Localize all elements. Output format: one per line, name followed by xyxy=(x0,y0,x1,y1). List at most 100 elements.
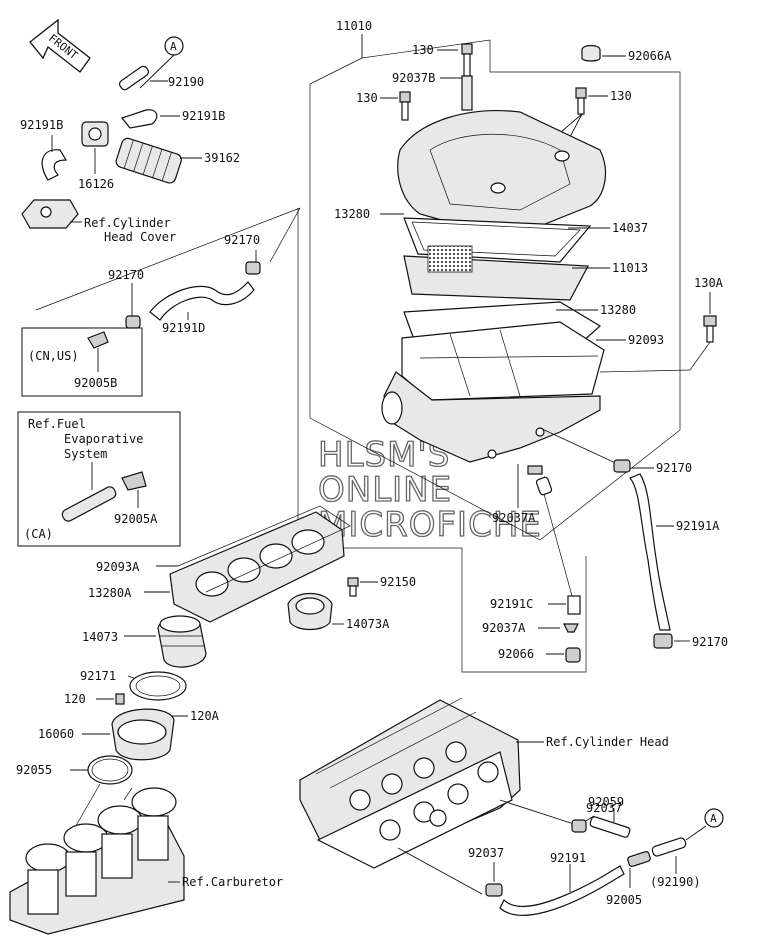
part-92191b-left-label: 92191B xyxy=(20,118,63,132)
ref-cylinder-head-cover-line1: Ref.Cylinder xyxy=(84,216,171,230)
part-13280-mid-label: 13280 xyxy=(600,303,636,317)
part-92191c-label: 92191C xyxy=(490,597,533,611)
part-11010-label: 11010 xyxy=(336,19,372,33)
ca-label: (CA) xyxy=(24,527,53,541)
part-14037-label: 14037 xyxy=(612,221,648,235)
cap-92066a xyxy=(581,44,601,62)
clamp-92037-top xyxy=(571,819,587,833)
oring-92055 xyxy=(87,755,133,785)
bolt-130a xyxy=(706,325,714,343)
part-92171-label: 92171 xyxy=(80,669,116,683)
part-92093-label: 92093 xyxy=(628,333,664,347)
part-16126-label: 16126 xyxy=(78,177,114,191)
clamp-92170-right xyxy=(613,459,631,473)
part-11013-label: 11013 xyxy=(612,261,648,275)
ref-a-bottom-label: A xyxy=(710,812,717,825)
hose-92191b-right xyxy=(120,109,158,129)
clamp-92170-low xyxy=(653,633,673,649)
part-92037-top-label: 92037 xyxy=(586,801,622,815)
ref-fuel-line1: Ref.Fuel xyxy=(28,417,86,431)
bolt-130-top xyxy=(463,53,471,77)
part-14073a-label: 14073A xyxy=(346,617,390,631)
part-92005a-label: 92005A xyxy=(114,512,158,526)
bolt-92150 xyxy=(349,585,357,597)
part-92190-paren-label: (92190) xyxy=(650,875,701,889)
carburetor-group: Ref.Carburetor xyxy=(9,783,283,935)
evap-hose xyxy=(61,486,117,522)
part-92005-label: 92005 xyxy=(606,893,642,907)
hose-92191 xyxy=(499,865,625,916)
tube-92037b xyxy=(461,75,473,111)
ref-a-top-label: A xyxy=(170,40,177,53)
clip-92037a-low xyxy=(563,623,579,633)
bolt-130-left xyxy=(401,101,409,121)
part-130-right-label: 130 xyxy=(610,89,632,103)
lower-hose-group: 92037 92059 92037 92191 92005 (92190) A xyxy=(397,795,724,916)
clamp-92037-bot xyxy=(485,883,503,897)
part-130a-label: 130A xyxy=(694,276,724,290)
part-16060-label: 16060 xyxy=(38,727,74,741)
holder-group: 92093A 13280A 92150 14073A 14073 92171 xyxy=(16,208,462,785)
hose-92190-lower xyxy=(651,837,687,857)
cn-us-box: (CN,US) 92005B xyxy=(21,327,143,397)
screw-120 xyxy=(115,693,125,705)
part-92037a-mid-label: 92037A xyxy=(492,511,536,525)
clamp-92037a-mid xyxy=(527,465,543,475)
watermark-line-2: ONLINE xyxy=(318,470,452,510)
cylinder-head-group: Ref.Cylinder Head xyxy=(299,697,669,869)
front-arrow: FRONT xyxy=(29,18,91,73)
plug-92191c xyxy=(567,595,581,615)
part-13280-top-label: 13280 xyxy=(334,207,370,221)
part-92055-label: 92055 xyxy=(16,763,52,777)
watermark-line-3: MICROFICHE xyxy=(318,505,542,545)
breather-group: A 92190 92191B 16126 92191B 39162 xyxy=(20,36,240,244)
part-14073-label: 14073 xyxy=(82,630,118,644)
bolt-130-right xyxy=(577,97,585,115)
hose-92191d xyxy=(149,281,255,321)
plug-92066 xyxy=(565,647,581,663)
hose-92191a xyxy=(629,473,671,631)
clamp-92171 xyxy=(129,671,187,701)
part-92066a-label: 92066A xyxy=(628,49,672,63)
part-92191d-label: 92191D xyxy=(162,321,205,335)
cn-us-label: (CN,US) xyxy=(28,349,79,363)
part-92093a-label: 92093A xyxy=(96,560,140,574)
fuel-evap-box: Ref.Fuel Evaporative System 92005A (CA) xyxy=(17,411,181,547)
part-92005b-label: 92005B xyxy=(74,376,117,390)
part-92059-label: 92059 xyxy=(588,795,624,809)
drain-group: 92170 92191A 92170 92037A 92191C 92037A … xyxy=(461,427,728,673)
part-120a-label: 120A xyxy=(190,709,220,723)
part-92037-bot-label: 92037 xyxy=(468,846,504,860)
hose-92191b-left xyxy=(41,149,68,181)
part-92191-label: 92191 xyxy=(550,851,586,865)
ref-fuel-line3: System xyxy=(64,447,107,461)
clamp-92170-mid xyxy=(125,315,141,329)
part-120-label: 120 xyxy=(64,692,86,706)
air-cleaner-group: 11010 130 92037B 130 92066A 130 13280 xyxy=(309,19,724,541)
part-13280a-label: 13280A xyxy=(88,586,132,600)
part-92170-top-label: 92170 xyxy=(224,233,260,247)
part-92190-label: 92190 xyxy=(168,75,204,89)
ref-cylinder-head-label: Ref.Cylinder Head xyxy=(546,735,669,749)
air-cleaner-cover xyxy=(397,110,607,229)
ref-circle-a-bottom xyxy=(704,808,724,828)
clamp-92170-top xyxy=(245,261,261,275)
part-92170-right-label: 92170 xyxy=(656,461,692,475)
fitting-92005b xyxy=(87,331,109,349)
hose-92059 xyxy=(589,816,631,838)
part-130-top-label: 130 xyxy=(412,43,434,57)
part-39162-label: 39162 xyxy=(204,151,240,165)
part-92191b-right-label: 92191B xyxy=(182,109,225,123)
part-92170-low-label: 92170 xyxy=(692,635,728,649)
filter-39162 xyxy=(115,137,182,184)
ref-carburetor-label: Ref.Carburetor xyxy=(182,875,283,889)
hose-92190 xyxy=(118,65,150,91)
ref-fuel-line2: Evaporative xyxy=(64,432,143,446)
fitting-92005 xyxy=(627,851,651,867)
ref-cylinder-head-cover-line2: Head Cover xyxy=(104,230,176,244)
part-92066-label: 92066 xyxy=(498,647,534,661)
part-92191a-label: 92191A xyxy=(676,519,720,533)
drain-nub xyxy=(535,476,553,496)
hose-92191d-group: 92170 92170 92191D xyxy=(35,207,301,335)
